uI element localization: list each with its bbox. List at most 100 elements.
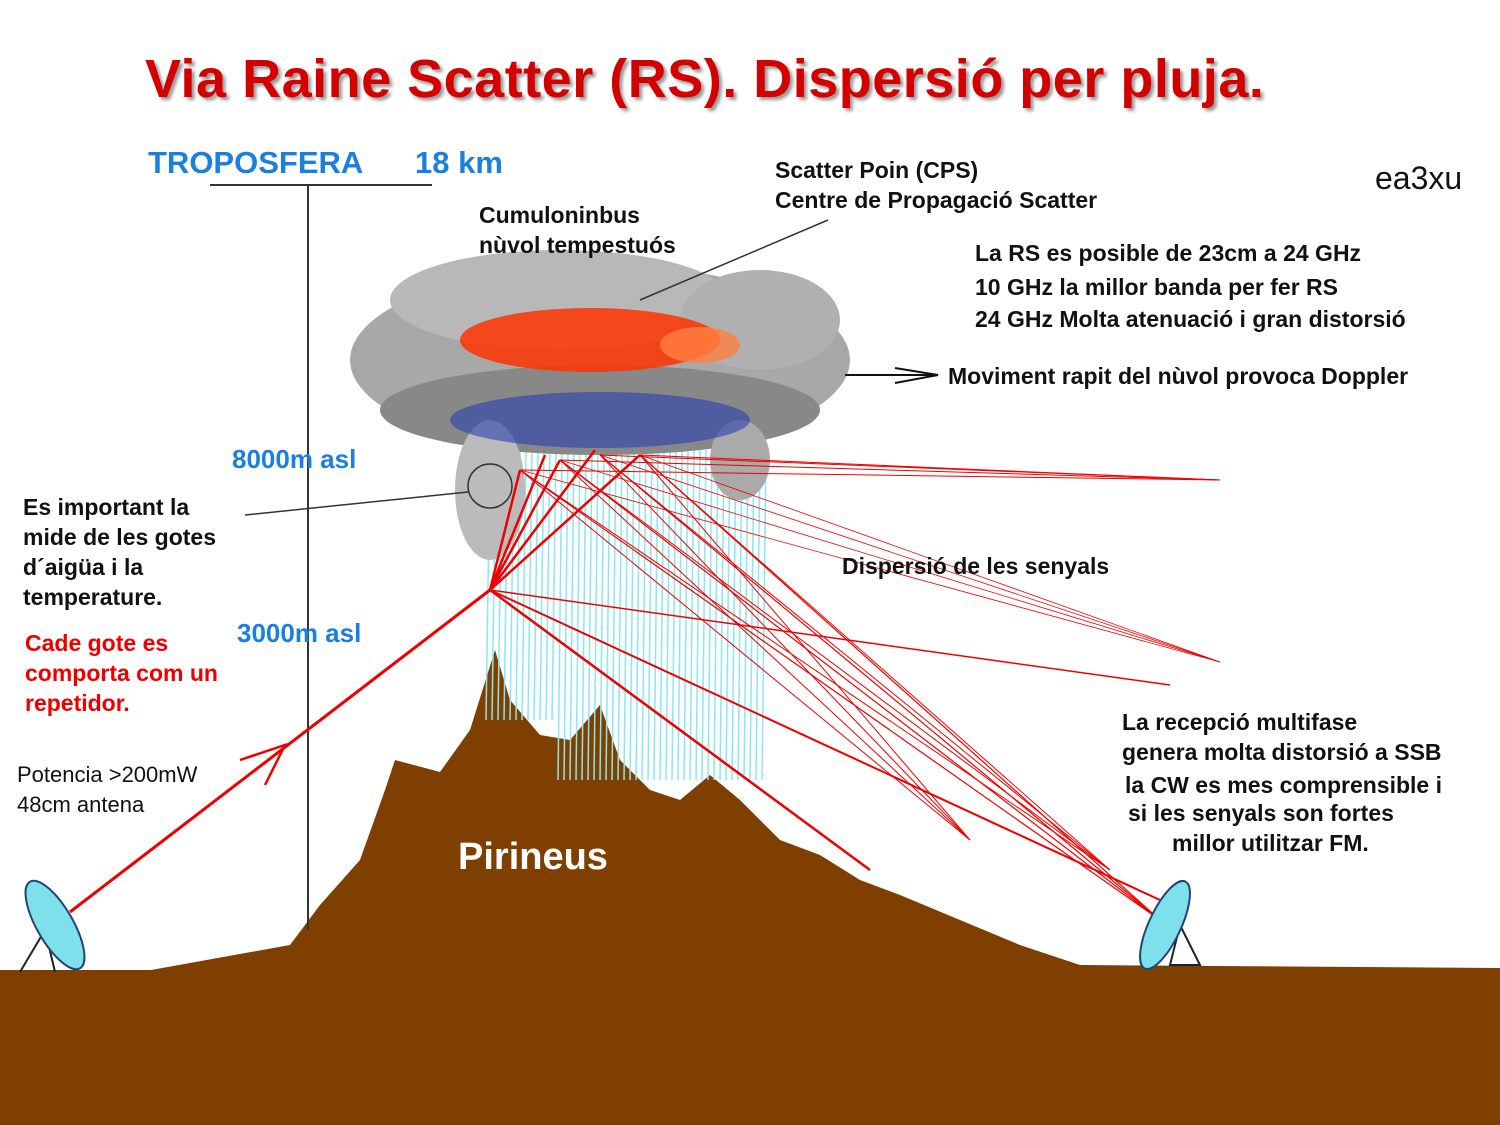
- rain-streak: [737, 449, 743, 781]
- signal-ray: [559, 459, 971, 841]
- troposphere-label: TROPOSFERA: [148, 145, 364, 180]
- signal-ray: [599, 454, 1161, 921]
- band-info-2: 10 GHz la millor banda per fer RS: [975, 274, 1338, 300]
- drops-info-4: temperature.: [23, 584, 163, 610]
- rain-streak: [701, 449, 707, 781]
- cloud-label-1: Cumuloninbus: [479, 202, 640, 228]
- power-label: Potencia >200mW: [17, 762, 198, 787]
- signal-ray: [559, 459, 1221, 481]
- rain-streak: [539, 449, 545, 721]
- rain-streak: [623, 449, 629, 781]
- rain-streak: [629, 449, 635, 781]
- signal-ray: [519, 469, 1161, 921]
- author-credit: ea3xu: [1375, 160, 1463, 196]
- rain-streak: [599, 449, 605, 781]
- signal-ray: [489, 589, 1161, 901]
- rain-streak: [569, 449, 575, 781]
- rain-streak: [719, 449, 725, 781]
- rain-streak: [725, 449, 731, 781]
- ray-arrowhead-icon: [239, 742, 288, 786]
- rain-streak: [575, 449, 581, 781]
- rain-streak: [761, 449, 767, 781]
- signal-ray: [559, 459, 1161, 921]
- antenna-label: 48cm antena: [17, 792, 145, 817]
- troposphere-height: 18 km: [415, 145, 503, 180]
- rain-streak: [689, 449, 695, 781]
- rain-streak: [647, 449, 653, 781]
- drops-info-3: d´aigüa i la: [23, 554, 144, 580]
- mountain-pirineus: [0, 650, 1500, 975]
- reception-info-3: la CW es mes comprensible i: [1125, 772, 1443, 798]
- signal-ray: [489, 588, 871, 872]
- rain-streak: [533, 449, 539, 721]
- altitude-8000: 8000m asl: [232, 444, 357, 474]
- signal-ray: [599, 454, 971, 841]
- signal-rays: [69, 449, 1221, 921]
- rain-streak: [641, 449, 647, 781]
- cumulonimbus-cloud: [350, 250, 850, 560]
- rain-streak: [755, 449, 761, 781]
- band-info-1: La RS es posible de 23cm a 24 GHz: [975, 240, 1362, 266]
- signal-ray: [599, 454, 1221, 663]
- rain-streak: [743, 449, 749, 781]
- rain-streak: [749, 449, 755, 781]
- repeater-info-1: Cade gote es: [25, 630, 169, 656]
- signal-ray: [519, 469, 1221, 481]
- rain-streak: [545, 449, 551, 721]
- signal-ray: [519, 469, 971, 841]
- rain-streak: [527, 449, 533, 721]
- repeater-info-3: repetidor.: [25, 690, 130, 716]
- scatter-point-pointer: [639, 219, 829, 301]
- ground: [0, 970, 1500, 1125]
- signal-ray: [639, 454, 1221, 481]
- signal-ray: [599, 454, 1111, 871]
- rain-streak: [617, 449, 623, 781]
- rain-streak: [635, 449, 641, 781]
- mountain-label: Pirineus: [458, 836, 608, 878]
- doppler-arrow-icon: [845, 367, 939, 384]
- signal-ray: [559, 459, 1221, 663]
- rain-streak: [587, 449, 593, 781]
- scatter-label-1: Scatter Poin (CPS): [775, 157, 979, 183]
- reception-info-5: millor utilitzar FM.: [1172, 830, 1369, 856]
- rain-streak: [557, 449, 563, 781]
- altitude-3000: 3000m asl: [237, 618, 362, 648]
- rain-streak: [713, 449, 719, 781]
- rain-streak: [677, 449, 683, 781]
- rain-streak: [551, 449, 557, 721]
- rain-streak: [683, 449, 689, 781]
- reception-info-2: genera molta distorsió a SSB: [1122, 739, 1442, 765]
- repeater-info-2: comporta com un: [25, 660, 218, 686]
- rain-streak: [611, 449, 617, 781]
- rain-streak: [521, 449, 527, 721]
- transmit-dish-antenna: [19, 879, 86, 973]
- rain-streak: [695, 449, 701, 781]
- reception-info-1: La recepció multifase: [1122, 709, 1358, 735]
- receive-dish-antenna: [1139, 879, 1202, 971]
- rain-streak: [593, 449, 599, 781]
- dispersion-label: Dispersió de les senyals: [842, 553, 1110, 579]
- signal-ray: [559, 459, 1111, 871]
- reception-info-4: si les senyals son fortes: [1128, 800, 1394, 826]
- signal-ray: [488, 454, 547, 591]
- signal-ray: [639, 454, 971, 841]
- signal-ray: [519, 469, 1111, 871]
- signal-ray: [489, 454, 641, 591]
- signal-ray: [639, 454, 1161, 921]
- rain-streak: [605, 449, 611, 781]
- drops-info-1: Es important la: [23, 494, 190, 520]
- signal-ray: [489, 589, 1171, 686]
- signal-ray: [519, 469, 1221, 663]
- page-title: Via Raine Scatter (RS). Dispersió per pl…: [145, 49, 1265, 109]
- rain-streak: [659, 449, 665, 781]
- drops-pointer: [244, 491, 469, 516]
- rain-streak: [653, 449, 659, 781]
- band-info-3: 24 GHz Molta atenuació i gran distorsió: [975, 306, 1406, 332]
- doppler-label: Moviment rapit del nùvol provoca Doppler: [948, 363, 1409, 389]
- scatter-label-2: Centre de Propagació Scatter: [775, 187, 1098, 213]
- signal-ray: [639, 454, 1221, 663]
- rain-streak: [563, 449, 569, 781]
- drops-info-2: mide de les gotes: [23, 524, 217, 550]
- signal-ray: [488, 469, 522, 591]
